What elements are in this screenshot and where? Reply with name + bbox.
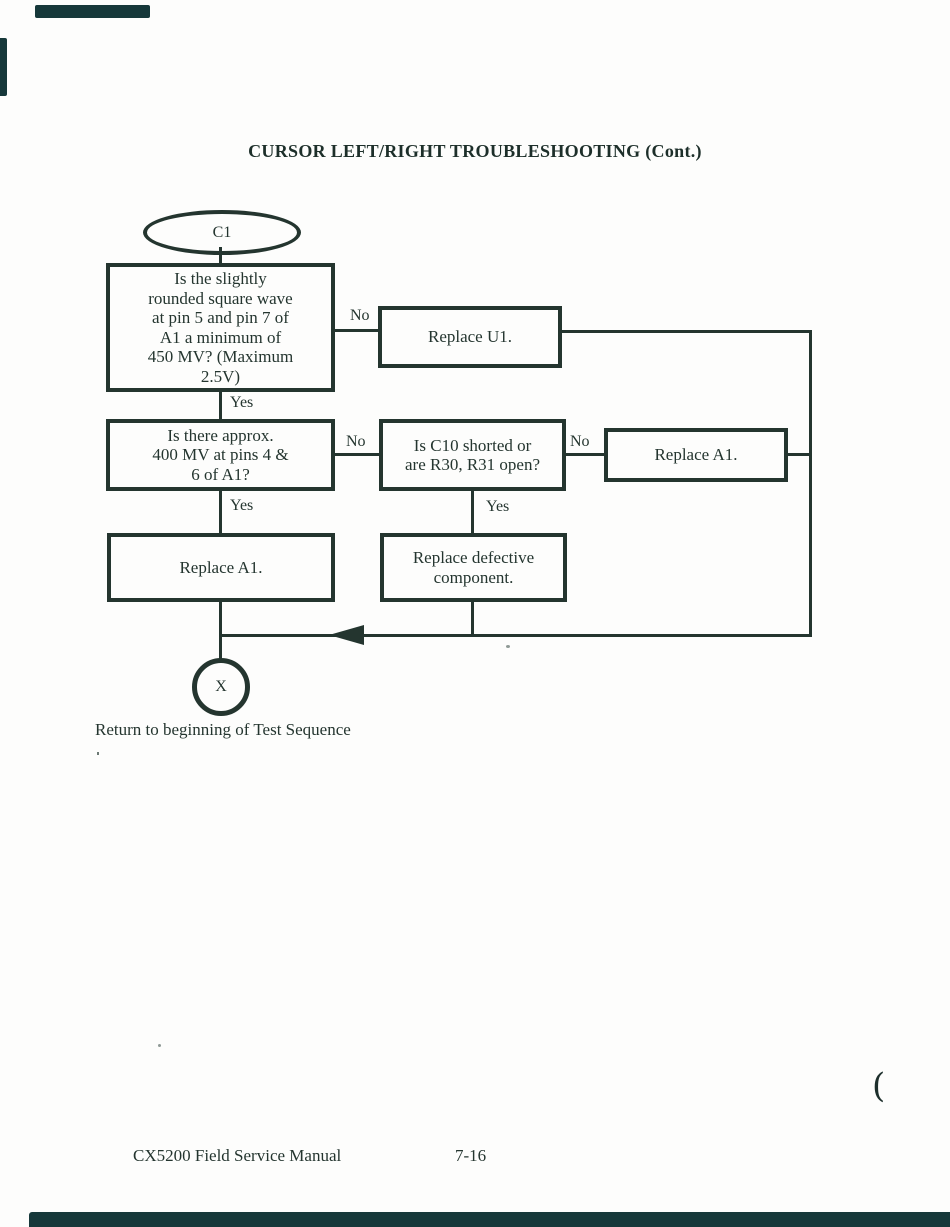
connector-q3-to-replace-defective — [471, 491, 474, 534]
flowchart-box-replace-defective: Replace defective component. — [380, 533, 567, 602]
scan-artifact-top-bar — [35, 5, 150, 18]
flowchart-box-question-1: Is the slightly rounded square wave at p… — [106, 263, 335, 392]
replace-defective-text: Replace defective component. — [412, 548, 535, 587]
question-2-text: Is there approx. 400 MV at pins 4 & 6 of… — [152, 425, 289, 484]
page-title: CURSOR LEFT/RIGHT TROUBLESHOOTING (Cont.… — [248, 141, 702, 161]
edge-label-yes-1: Yes — [230, 394, 254, 411]
flowchart-box-replace-a1-left: Replace A1. — [107, 533, 335, 602]
connector-q2-to-replace-a1-left — [219, 491, 222, 534]
edge-label-yes-3: Yes — [486, 498, 510, 515]
end-terminal-label: X — [215, 678, 227, 695]
replace-a1-right-text: Replace A1. — [654, 445, 738, 465]
connector-q2-to-q3 — [335, 453, 379, 456]
connector-q3-to-replace-a1 — [566, 453, 604, 456]
flowchart-box-question-2: Is there approx. 400 MV at pins 4 & 6 of… — [106, 419, 335, 491]
replace-a1-left-text: Replace A1. — [179, 557, 263, 577]
scan-artifact-left-bar — [0, 38, 7, 96]
flowchart-box-question-3: Is C10 shorted or are R30, R31 open? — [379, 419, 566, 491]
flowchart-end-terminal: X — [192, 658, 250, 716]
edge-label-yes-2: Yes — [230, 497, 254, 514]
connector-q1-to-q2 — [219, 392, 222, 420]
connector-replace-u1-to-rail — [562, 330, 812, 333]
scan-paren-mark: ( — [872, 1066, 886, 1106]
connector-right-rail — [809, 330, 812, 637]
return-arrowhead-icon — [329, 625, 364, 645]
connector-replace-a1-to-rail — [788, 453, 812, 456]
flowchart-box-replace-a1-right: Replace A1. — [604, 428, 788, 482]
scan-speck-mid — [506, 645, 510, 648]
flowchart-start-terminal: C1 — [143, 210, 301, 255]
edge-label-no-2: No — [346, 433, 366, 450]
start-terminal-label: C1 — [212, 223, 232, 241]
connector-q1-to-replace-u1 — [335, 329, 378, 332]
edge-label-no-1: No — [350, 307, 370, 324]
flowchart-box-replace-u1: Replace U1. — [378, 306, 562, 368]
connector-replace-defective-to-merge — [471, 602, 474, 636]
question-3-text: Is C10 shorted or are R30, R31 open? — [404, 435, 541, 475]
scan-speck-caption — [97, 752, 99, 755]
scan-artifact-bottom-bar — [29, 1212, 950, 1227]
return-caption: Return to beginning of Test Sequence — [95, 720, 351, 739]
footer-page-number: 7-16 — [455, 1146, 487, 1165]
question-1-text: Is the slightly rounded square wave at p… — [147, 269, 294, 386]
edge-label-no-3: No — [570, 433, 590, 450]
connector-start-to-q1 — [219, 247, 222, 265]
scan-speck-low — [158, 1044, 161, 1047]
replace-u1-text: Replace U1. — [427, 327, 513, 347]
footer-manual-name: CX5200 Field Service Manual — [133, 1146, 342, 1165]
connector-replace-a1-left-to-end — [219, 602, 222, 662]
connector-merge-return-line — [219, 634, 812, 637]
